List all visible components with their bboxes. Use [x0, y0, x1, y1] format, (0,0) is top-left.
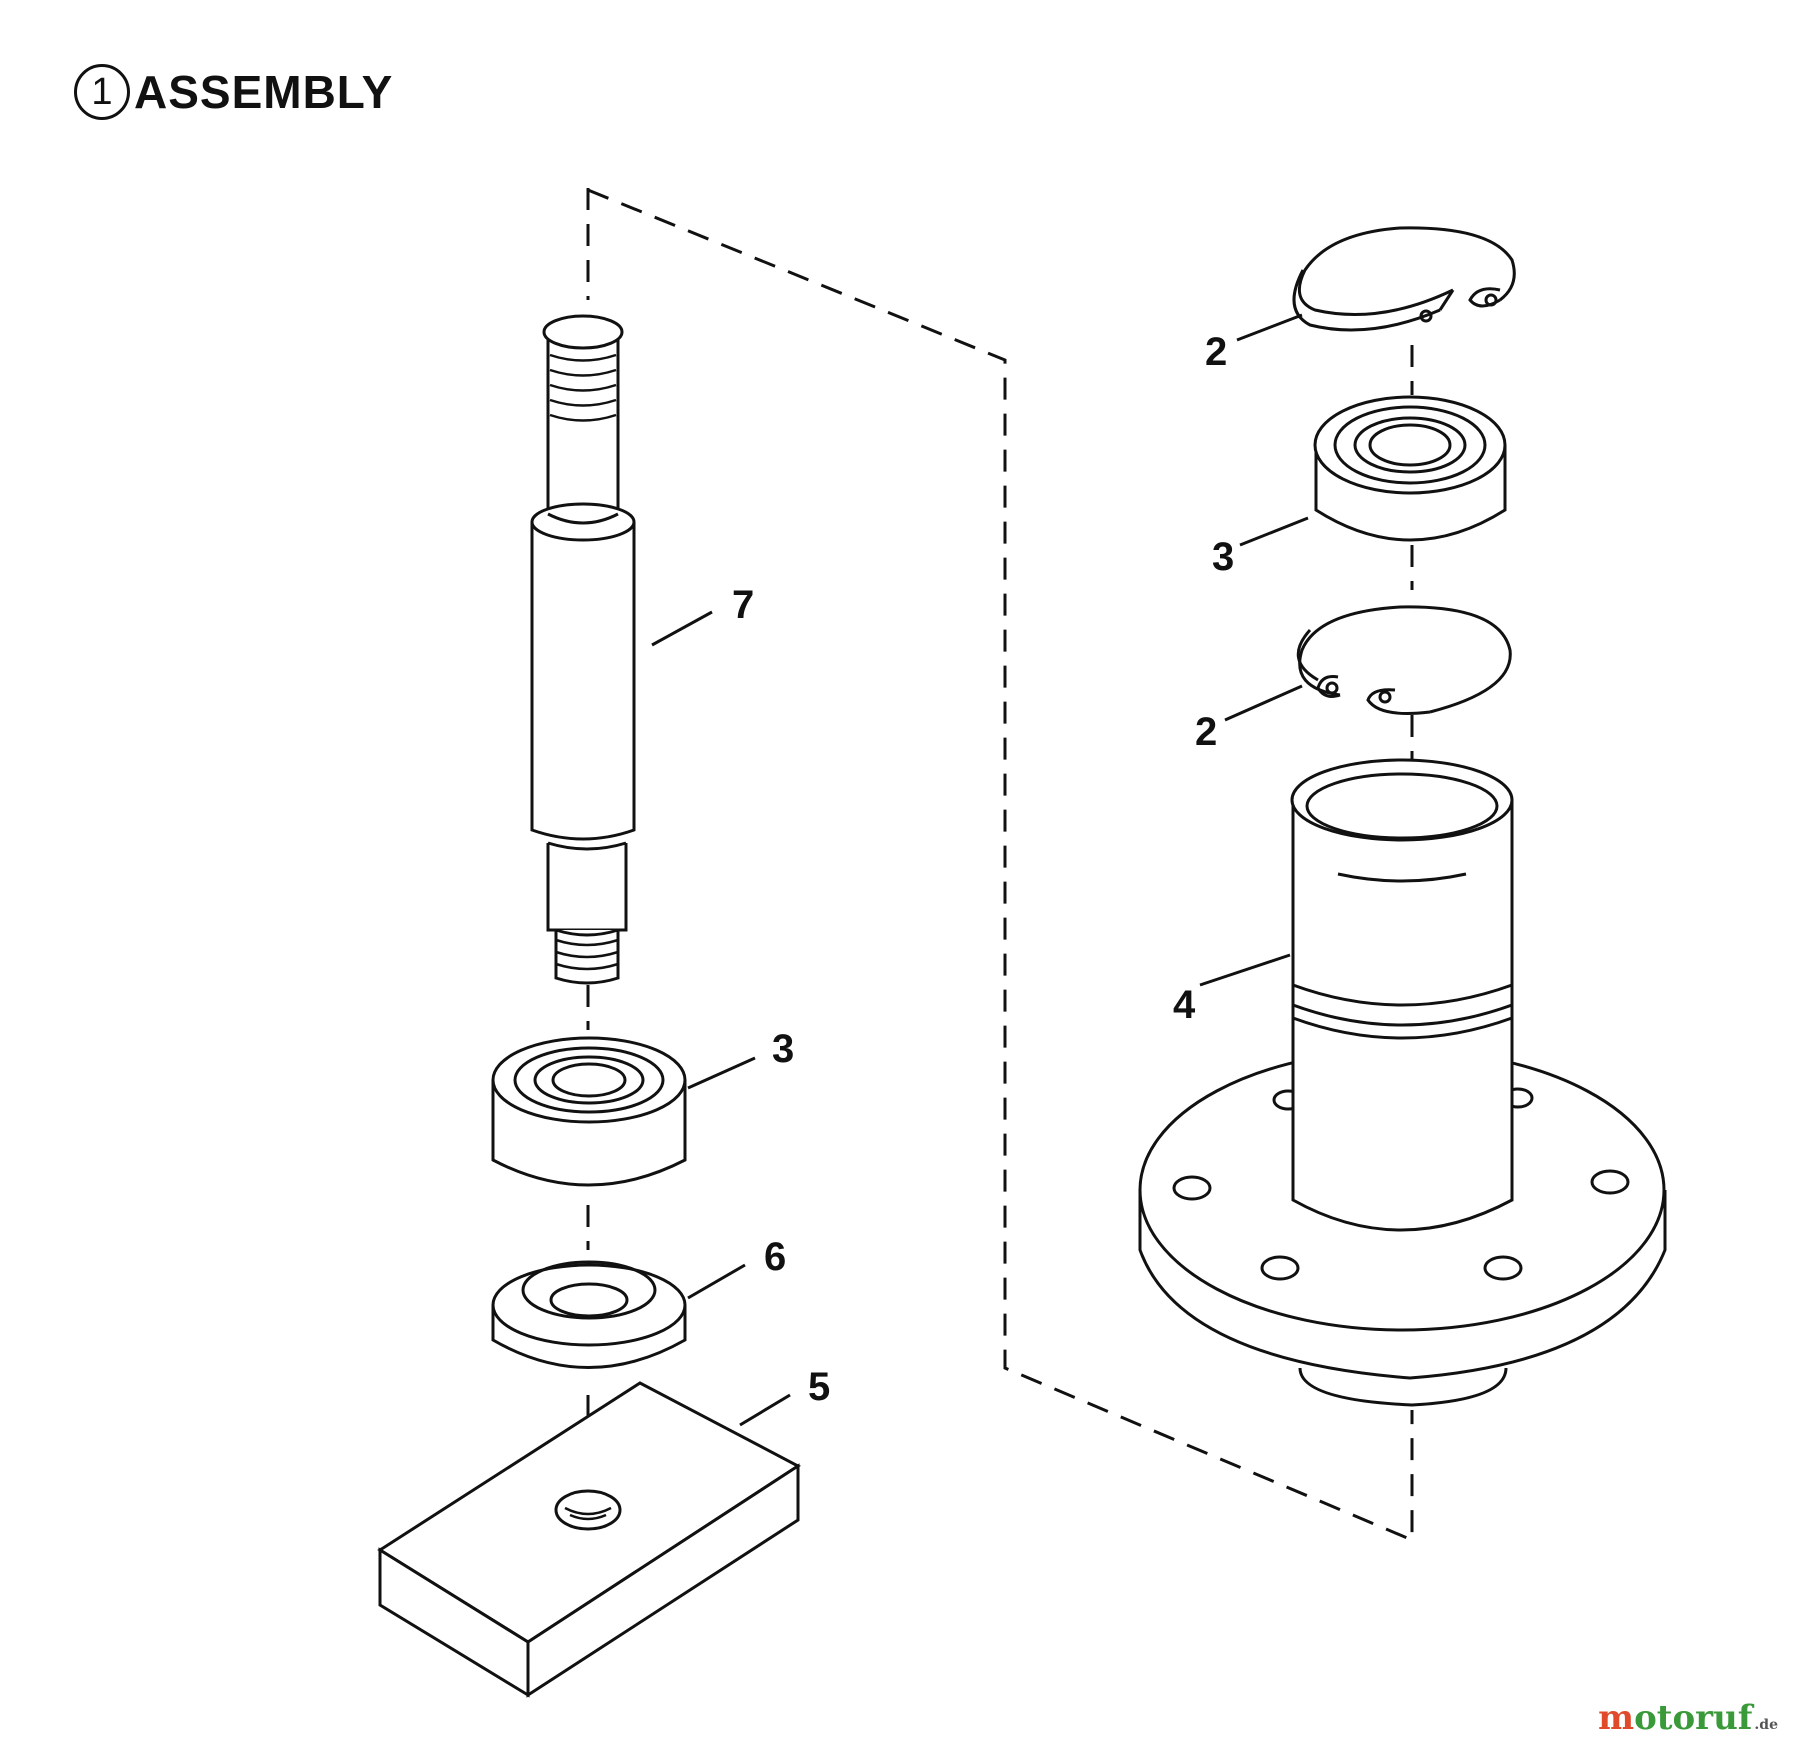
- watermark-suffix: .de: [1754, 1717, 1778, 1733]
- top-retaining-ring-part: [1292, 226, 1516, 332]
- callout-lower-bearing: 3: [772, 1027, 794, 1071]
- assembly-guide-lines: [586, 188, 1414, 1543]
- callout-lower-ring: 2: [1195, 710, 1217, 754]
- shaft-part: [530, 314, 636, 985]
- watermark-first: m: [1598, 1698, 1635, 1738]
- title-number-circle: 1: [74, 64, 130, 120]
- callout-top-ring: 2: [1205, 330, 1227, 374]
- callout-labels: 7 3 6 5 2 3 2 4: [732, 330, 1234, 1409]
- title-text: ASSEMBLY: [134, 66, 394, 118]
- watermark-rest: otoruf: [1634, 1698, 1753, 1738]
- lower-bearing-part: [491, 1036, 687, 1187]
- lower-retaining-ring-part: [1296, 605, 1512, 715]
- callout-upper-bearing: 3: [1212, 535, 1234, 579]
- callout-block: 5: [808, 1365, 830, 1409]
- upper-bearing-part: [1313, 395, 1507, 542]
- callout-leaders: [651, 313, 1309, 1427]
- diagram-title: 1 ASSEMBLY: [74, 64, 393, 120]
- housing-part: [1138, 758, 1667, 1407]
- callout-washer: 6: [764, 1235, 786, 1279]
- callout-shaft: 7: [732, 583, 754, 627]
- block-part: [377, 1381, 801, 1698]
- callout-housing: 4: [1173, 983, 1196, 1027]
- washer-part: [491, 1260, 687, 1369]
